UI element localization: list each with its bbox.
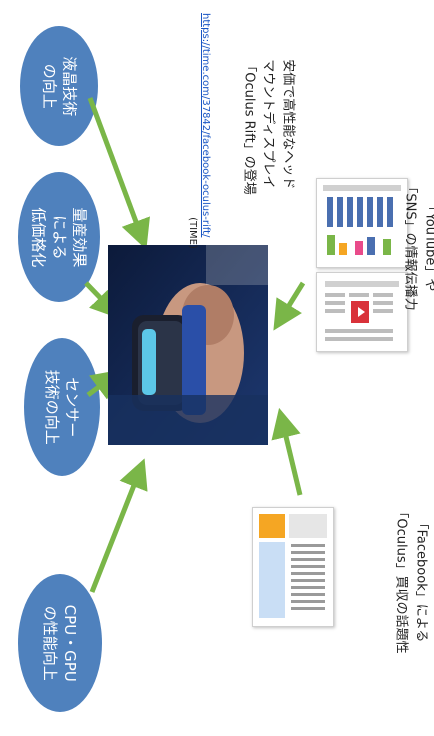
oval-sensor: センサー 技術の向上 <box>24 338 100 476</box>
thumbnail-facebook-page <box>252 507 334 627</box>
arrow-facebook <box>271 407 303 496</box>
photo-title: 安価で高性能なヘッド マウントディスプレイ 「Oculus Rift」の登場 <box>241 59 296 195</box>
oval-cpu-gpu: CPU・GPU の性能向上 <box>18 574 102 712</box>
thumbnail-youtube-page <box>316 178 408 268</box>
facebook-caption: 「Facebook」による 「Oculus」買収の話題性 <box>394 505 429 654</box>
oval-liquid-crystal: 液晶技術 の向上 <box>20 26 98 146</box>
source-url[interactable]: https://time.com/37842/facebook-oculus-r… <box>197 13 213 243</box>
source-url-link[interactable]: https://time.com/37842/facebook-oculus-r… <box>200 13 211 238</box>
arrow-liquid-crystal <box>87 97 150 250</box>
oculus-rift-photo <box>108 245 268 445</box>
oval-mass-production: 量産効果 による 低価格化 <box>18 172 100 302</box>
arrow-youtube <box>273 281 306 331</box>
thumbnail-sns-page <box>316 272 408 352</box>
arrow-mass-production <box>84 281 121 320</box>
youtube-caption: 「YouTube」や 「SNS」の情報伝播力 <box>403 180 434 311</box>
arrow-cpu-gpu <box>89 458 148 593</box>
